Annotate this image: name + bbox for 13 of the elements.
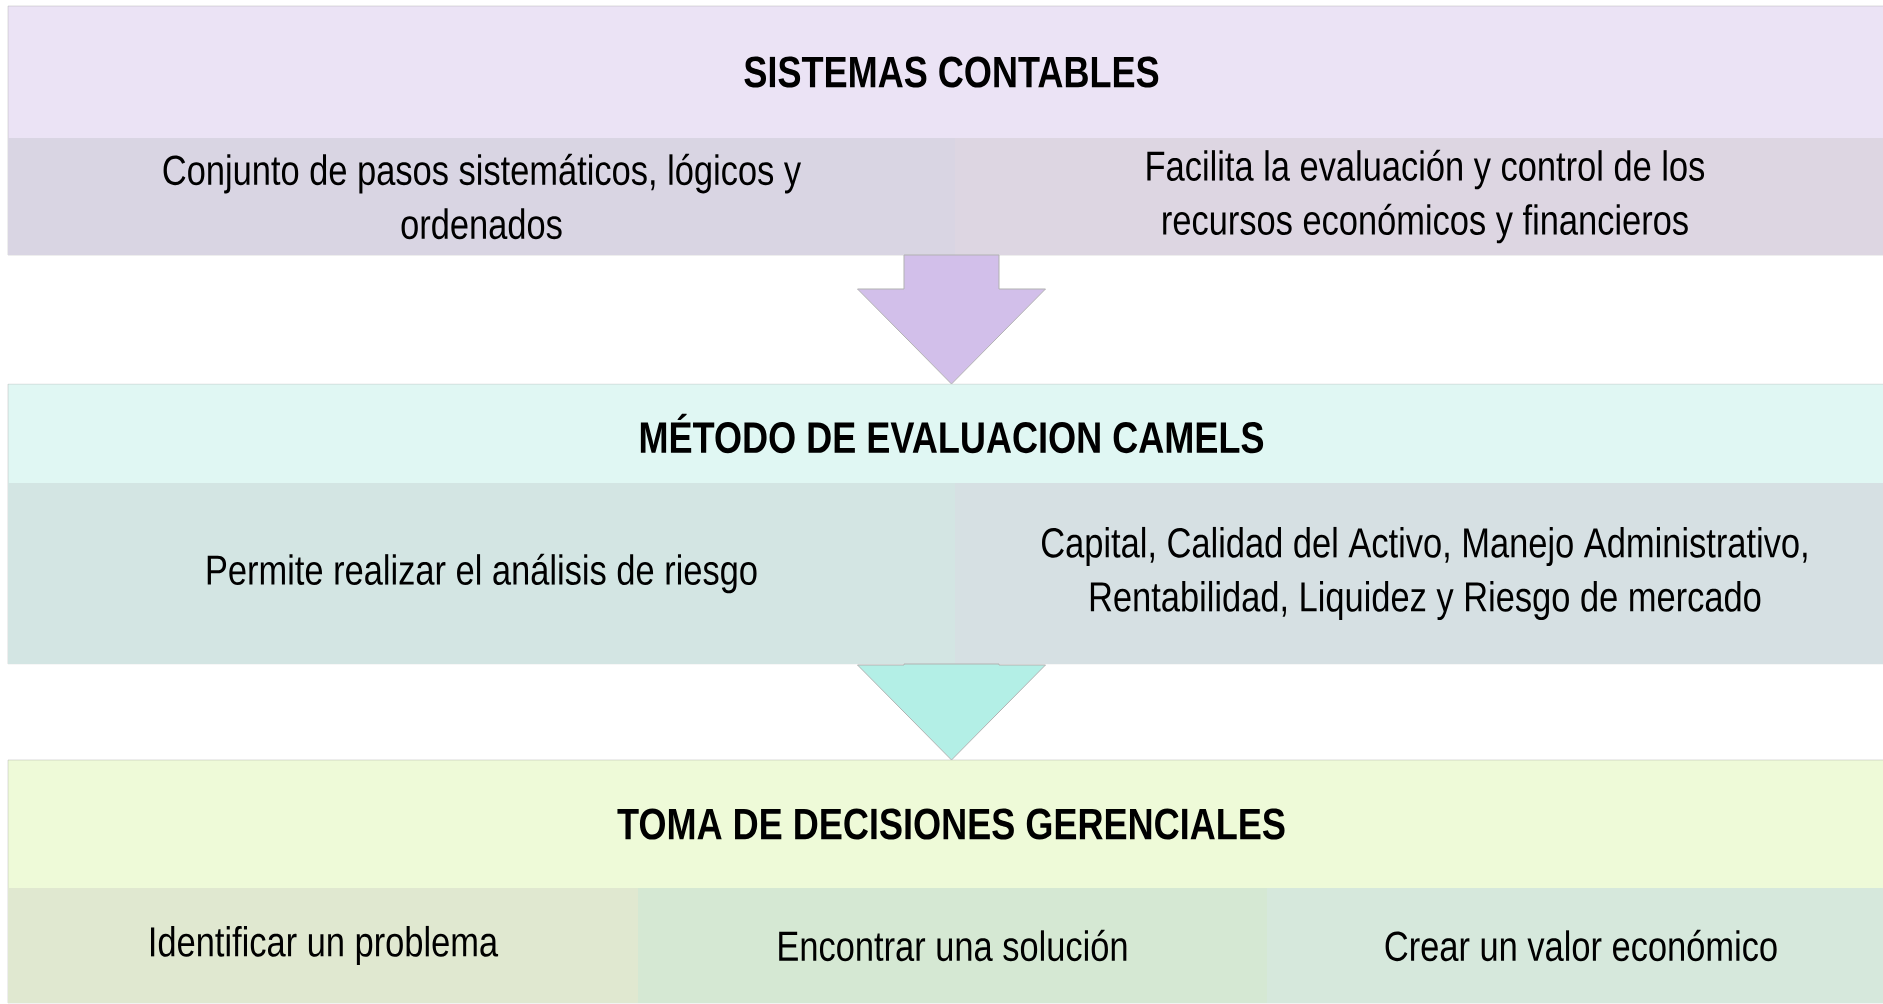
text-box: Capital, Calidad del Activo, Manejo Administrativo, Rentabilidad, Liquidez y Riesgo de mercado [955, 483, 1883, 664]
text-box: Crear un valor económico [1267, 888, 1883, 1003]
node-label: Capital, Calidad del Activo, Manejo Administrativo, Rentabilidad, Liquidez y Riesgo de mercado [1042, 526, 1807, 621]
text-box: Encontrar una solución [638, 888, 1267, 1003]
block-arrow [857, 254, 1046, 385]
text-box: Identificar un problema [8, 888, 638, 1003]
node-label: Permite realizar el análisis de riesgo [207, 553, 757, 594]
node-label: Conjunto de pasos sistemáticos, lógicos y ordenados [163, 153, 802, 240]
text-box: Permite realizar el análisis de riesgo [8, 483, 955, 664]
block-arrow [857, 663, 1046, 761]
text-box: Facilita la evaluación y control de los recursos económicos y financieros [955, 138, 1883, 255]
node-label: Facilita la evaluación y control de los recursos económicos y financieros [1147, 149, 1705, 244]
text-box: Conjunto de pasos sistemáticos, lógicos y ordenados [8, 138, 955, 255]
